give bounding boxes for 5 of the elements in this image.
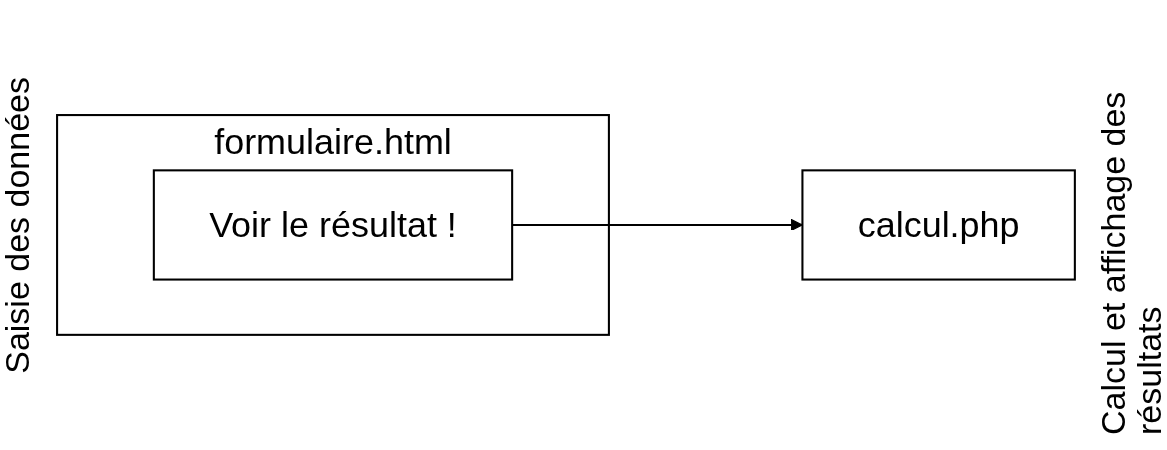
node-box: calcul.php [801, 169, 1076, 281]
node-box: Voir le résultat ! [152, 169, 513, 281]
side-caption: Saisie des données [0, 76, 36, 374]
arrow [511, 218, 803, 232]
side-caption: Calcul et affichage des résultats [1095, 90, 1167, 435]
